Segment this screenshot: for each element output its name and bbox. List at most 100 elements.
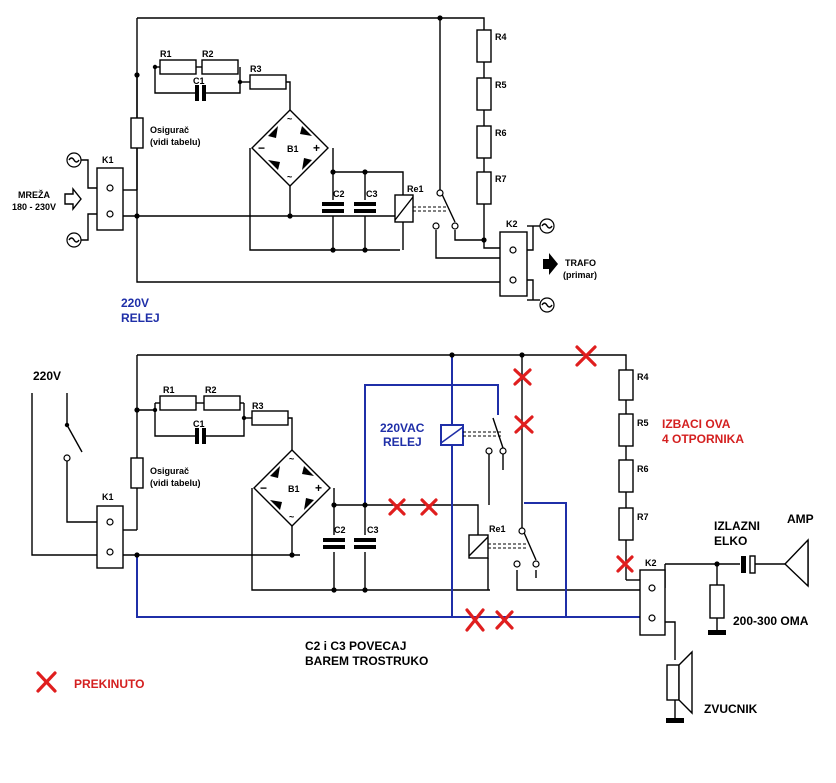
- bottom-capacitor-c3: [354, 538, 376, 549]
- bottom-speaker-label: ZVUCNIK: [704, 702, 758, 716]
- top-connector-k2: [499, 226, 534, 300]
- relay-note-line2: RELEJ: [121, 311, 160, 325]
- top-relay-re1: [394, 189, 459, 230]
- top-label-c3: C3: [366, 189, 378, 199]
- bottom-fuse-note: (vidi tabelu): [150, 478, 201, 488]
- bottom-label-c3: C3: [367, 525, 379, 535]
- top-fuse-label: Osigurač: [150, 125, 189, 135]
- top-resistor-r6: [476, 125, 492, 159]
- cut-mark: [514, 415, 534, 434]
- top-label-r3: R3: [250, 64, 262, 74]
- bottom-supply-switch: [63, 422, 83, 462]
- bottom-remove-note-1: IZBACI OVA: [662, 417, 731, 431]
- bottom-resistor-r5: [618, 413, 634, 447]
- bottom-label-r3: R3: [252, 401, 264, 411]
- cut-mark: [513, 368, 532, 386]
- bottom-label-r6: R6: [637, 464, 649, 474]
- top-schematic: R1 R2 C1 R3 Osigurač (vidi tabelu) K1 MR…: [12, 15, 597, 313]
- bottom-resistor-r4: [618, 369, 634, 401]
- bottom-amp-symbol: [784, 538, 809, 588]
- bottom-wires: [31, 354, 809, 718]
- bottom-remove-note-2: 4 OTPORNIKA: [662, 432, 744, 446]
- top-capacitor-c1: [190, 85, 210, 101]
- top-trafo-label: TRAFO: [565, 258, 596, 268]
- bottom-cap-note-2: BAREM TROSTRUKO: [305, 654, 428, 668]
- bottom-label-r2: R2: [205, 385, 217, 395]
- cut-mark: [388, 498, 406, 516]
- bottom-load-resistor: [709, 584, 725, 619]
- bottom-relay-word: RELEJ: [383, 435, 422, 449]
- top-label-c1: C1: [193, 76, 205, 86]
- legend: PREKINUTO: [36, 671, 144, 693]
- bottom-label-b1: B1: [288, 484, 300, 494]
- bottom-fuse-label: Osigurač: [150, 466, 189, 476]
- top-mains-arrow-icon: [64, 187, 82, 211]
- bottom-resistor-r2: [203, 395, 241, 411]
- bottom-cap-note-1: C2 i C3 POVECAJ: [305, 639, 406, 653]
- bottom-connector-k1: [96, 505, 124, 569]
- bottom-resistor-r7: [618, 507, 634, 541]
- top-connector-k1: [96, 167, 124, 231]
- bottom-label-k1: K1: [102, 492, 114, 502]
- top-mains-ac-icons: [66, 152, 97, 248]
- bottom-label-r4: R4: [637, 372, 649, 382]
- top-mains-range: 180 - 230V: [12, 202, 56, 212]
- bottom-label-c2: C2: [334, 525, 346, 535]
- top-label-r5: R5: [495, 80, 507, 90]
- top-junctions: [134, 15, 487, 253]
- top-fuse: [130, 117, 144, 149]
- bottom-relay-re1: [468, 527, 540, 568]
- top-resistor-r2: [201, 59, 239, 75]
- bottom-amp-label: AMP: [787, 512, 814, 526]
- bottom-load-ground: [708, 630, 726, 635]
- bottom-elko-label-2: ELKO: [714, 534, 747, 548]
- top-trafo-ac-icons: [539, 218, 555, 313]
- top-trafo-note: (primar): [563, 270, 597, 280]
- bottom-resistor-r6: [618, 459, 634, 493]
- top-label-k2: K2: [506, 219, 518, 229]
- top-bridge-plus: +: [313, 141, 320, 155]
- top-label-c2: C2: [333, 189, 345, 199]
- bottom-label-k2: K2: [645, 558, 657, 568]
- bottom-connector-k2: [626, 569, 666, 636]
- top-capacitor-c2: [322, 202, 344, 213]
- top-bridge-minus: −: [258, 141, 265, 155]
- top-resistor-r1: [159, 59, 197, 75]
- bottom-bridge-ac-top: ~: [289, 454, 294, 464]
- bottom-fuse: [130, 457, 144, 489]
- bottom-bridge-b1: [253, 449, 331, 527]
- top-trafo-arrow-icon: [543, 253, 558, 275]
- bottom-label-c1: C1: [193, 419, 205, 429]
- top-resistor-r4: [476, 29, 492, 63]
- top-label-r2: R2: [202, 49, 214, 59]
- top-resistor-r3: [249, 74, 287, 90]
- bottom-speaker-icon: [666, 650, 693, 723]
- cut-mark: [575, 345, 597, 367]
- top-label-r4: R4: [495, 32, 507, 42]
- bottom-capacitor-c2: [323, 538, 345, 549]
- bottom-label-r7: R7: [637, 512, 649, 522]
- bottom-supply-label: 220V: [33, 369, 61, 383]
- bottom-resistor-r1: [159, 395, 197, 411]
- bottom-capacitor-c1: [190, 428, 210, 444]
- cut-mark: [465, 608, 485, 632]
- bottom-relay-220vac: [440, 417, 507, 505]
- bottom-label-r5: R5: [637, 418, 649, 428]
- bottom-bridge-minus: −: [260, 481, 267, 495]
- bottom-label-re1: Re1: [489, 524, 506, 534]
- top-label-r1: R1: [160, 49, 172, 59]
- top-bridge-ac-top: ~: [287, 114, 292, 124]
- top-mains-label: MREŽA: [18, 189, 50, 200]
- top-resistor-r7: [476, 171, 492, 205]
- bottom-relay-220-label: 220VAC: [380, 421, 425, 435]
- top-fuse-note: (vidi tabelu): [150, 137, 201, 147]
- bottom-schematic: 220V R1 R2 C1 R3 Osigurač (vidi tabelu) …: [31, 345, 814, 723]
- bottom-cut-marks: [388, 345, 634, 632]
- top-capacitor-c3: [354, 202, 376, 213]
- cut-mark: [616, 555, 634, 573]
- relay-note-line1: 220V: [121, 296, 149, 310]
- bottom-label-r1: R1: [163, 385, 175, 395]
- top-label-b1: B1: [287, 144, 299, 154]
